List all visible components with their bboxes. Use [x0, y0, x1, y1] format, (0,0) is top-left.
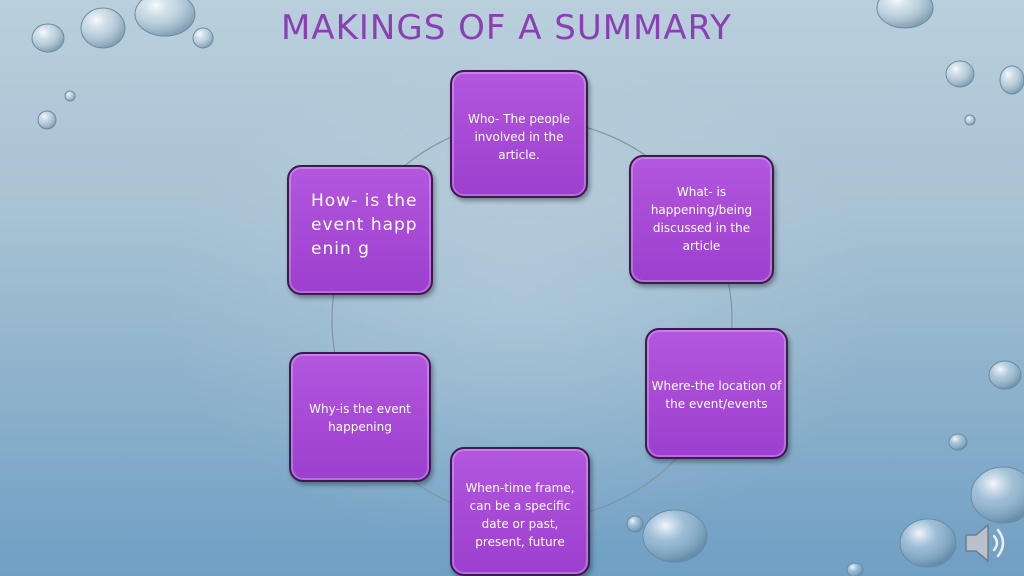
cycle-box-label: How- is the event happenin g [311, 191, 418, 259]
cycle-box-label: What- is happening/being discussed in th… [650, 185, 753, 253]
cycle-box-label: When-time frame, can be a specific date … [465, 481, 575, 549]
water-drop-icon [31, 0, 214, 130]
water-drop-icon [626, 509, 708, 563]
cycle-box-why: Why-is the event happening [289, 352, 431, 482]
cycle-box-label: Who- The people involved in the article. [468, 112, 570, 162]
cycle-box-where: Where-the location of the event/events [645, 328, 788, 459]
water-drop-icon [846, 360, 1024, 576]
cycle-box-what: What- is happening/being discussed in th… [629, 155, 774, 284]
cycle-box-label: Why-is the event happening [309, 402, 411, 434]
water-drop-icon [876, 0, 1024, 126]
cycle-box-when: When-time frame, can be a specific date … [450, 447, 590, 576]
slide-title: MAKINGS OF A SUMMARY [281, 8, 732, 48]
cycle-box-how: How- is the event happenin g [287, 165, 433, 295]
cycle-box-label: Where-the location of the event/events [651, 379, 782, 411]
cycle-box-who: Who- The people involved in the article. [450, 70, 588, 198]
speaker-icon[interactable] [958, 515, 1014, 571]
